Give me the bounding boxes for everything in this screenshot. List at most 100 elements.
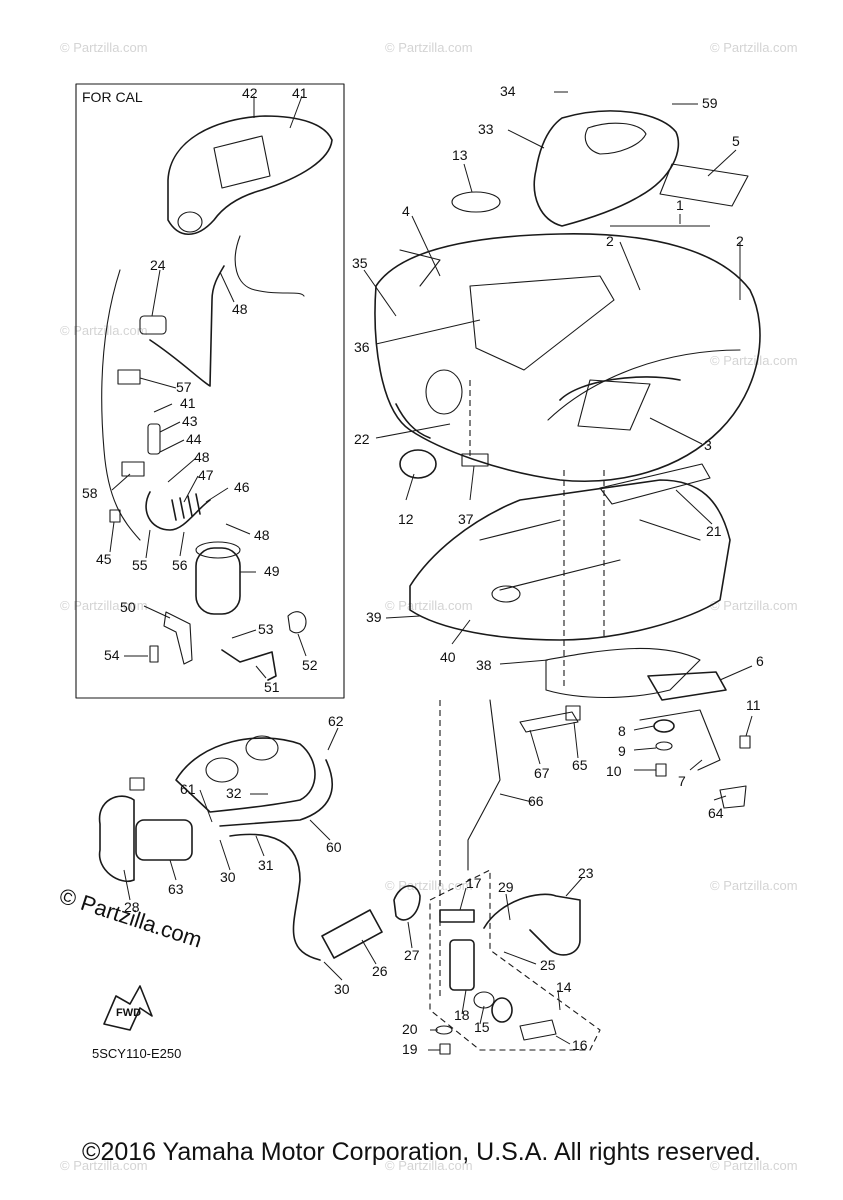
copyright-notice: ©2016 Yamaha Motor Corporation, U.S.A. A…: [82, 1138, 761, 1166]
washer-20: [435, 1025, 453, 1035]
callout: 23: [578, 865, 594, 881]
callout: 16: [572, 1037, 588, 1053]
pump-cover-28: [98, 795, 135, 883]
callout: 13: [452, 147, 468, 163]
callout: 32: [226, 785, 242, 801]
inset-spring-47: [171, 493, 201, 521]
leader-lines: [109, 91, 753, 1051]
callout: 39: [366, 609, 382, 625]
fwd-arrow-icon: [103, 985, 153, 1031]
tank-emblem-3: [577, 379, 651, 431]
watermark: © Partzilla.com: [60, 40, 148, 55]
callout: 56: [172, 557, 188, 573]
callout: 44: [186, 431, 202, 447]
tank-mount-hole: [425, 369, 463, 415]
screw-19: [439, 1043, 451, 1055]
tank-cover-window: [584, 122, 647, 155]
watermark: © Partzilla.com: [385, 598, 473, 613]
inset-clamp-24: [139, 315, 167, 335]
callout: 46: [234, 479, 250, 495]
inset-clip-52: [287, 611, 307, 634]
grommet-12: [399, 449, 437, 479]
callout: 35: [352, 255, 368, 271]
inset-holder-58: [121, 461, 145, 477]
callout: 52: [302, 657, 318, 673]
fuel-cock-body: [449, 939, 475, 991]
watermarks: © Partzilla.com © Partzilla.com © Partzi…: [60, 40, 798, 1173]
fuel-cock-assembly: [429, 869, 601, 1055]
callout: 2: [736, 233, 744, 249]
tank-stripe-upper: [559, 376, 681, 401]
callout: 30: [334, 981, 350, 997]
callout: 28: [124, 899, 140, 915]
watermark: © Partzilla.com: [710, 878, 798, 893]
watermark: © Partzilla.com: [385, 40, 473, 55]
california-inset: FOR CAL: [75, 83, 345, 699]
callout: 17: [466, 875, 482, 891]
bolt-10: [655, 763, 667, 777]
callout: 38: [476, 657, 492, 673]
callout: 8: [618, 723, 626, 739]
damper-21: [599, 463, 711, 505]
inset-holder-57: [117, 369, 141, 385]
tank-filler-recess: [469, 275, 615, 371]
callout: 1: [676, 197, 684, 213]
inset-tank-cap-seat: [177, 211, 203, 233]
heat-shield-39: [409, 479, 731, 641]
callout: 65: [572, 757, 588, 773]
connector: [129, 777, 145, 791]
callout: 2: [606, 233, 614, 249]
hose-31: [229, 833, 321, 961]
tank-bracket: [639, 671, 751, 809]
callout: 41: [180, 395, 196, 411]
fwd-label: FWD: [116, 1007, 141, 1019]
lever-15: [491, 997, 513, 1023]
hose-60: [219, 759, 334, 827]
bracket-6: [647, 671, 727, 701]
callout: 20: [402, 1021, 418, 1037]
callout: 24: [150, 257, 166, 273]
callout: 62: [328, 713, 344, 729]
callout: 33: [478, 121, 494, 137]
fuel-pump-section: [98, 699, 581, 961]
heat-shield-ribs: [479, 519, 701, 591]
callout: 40: [440, 649, 456, 665]
callout: 3: [704, 437, 712, 453]
diagram-code: 5SCY110-E250: [92, 1046, 181, 1061]
callout: 18: [454, 1007, 470, 1023]
inset-valve-43: [147, 423, 161, 455]
intake-port: [245, 735, 279, 761]
callout: 27: [404, 947, 420, 963]
callout: 47: [198, 467, 214, 483]
callout-numbers: 1 2 2 3 4 5 6 7 8 9 10 11 12 13 14 15 16…: [82, 83, 764, 1057]
inset-hose-55: [145, 491, 211, 531]
inset-hose-51: [221, 649, 277, 681]
callout: 48: [232, 301, 248, 317]
watermark: © Partzilla.com: [710, 40, 798, 55]
tank-badge-4: [399, 249, 441, 287]
callout: 57: [176, 379, 192, 395]
inset-tank-edge: [234, 235, 305, 297]
callout: 63: [168, 881, 184, 897]
callout: 14: [556, 979, 572, 995]
inset-label: FOR CAL: [82, 89, 143, 105]
inset-bolt-54: [149, 645, 159, 663]
inset-bolt-45: [109, 509, 121, 523]
inset-fuel-tank: [167, 115, 333, 235]
assembly-guide-lines: [439, 380, 605, 1000]
cable-end-67: [519, 711, 579, 733]
callout: 45: [96, 551, 112, 567]
fuel-pump-63: [135, 819, 193, 861]
callout: 37: [458, 511, 474, 527]
tank-cover: [533, 110, 680, 227]
watermark: © Partzilla.com: [710, 353, 798, 368]
callout: 49: [264, 563, 280, 579]
callout: 10: [606, 763, 622, 779]
callout: 53: [258, 621, 274, 637]
bolt-11: [739, 735, 751, 749]
callout: 48: [194, 449, 210, 465]
callout: 67: [534, 765, 550, 781]
callout: 48: [254, 527, 270, 543]
inset-frame: [75, 83, 345, 699]
